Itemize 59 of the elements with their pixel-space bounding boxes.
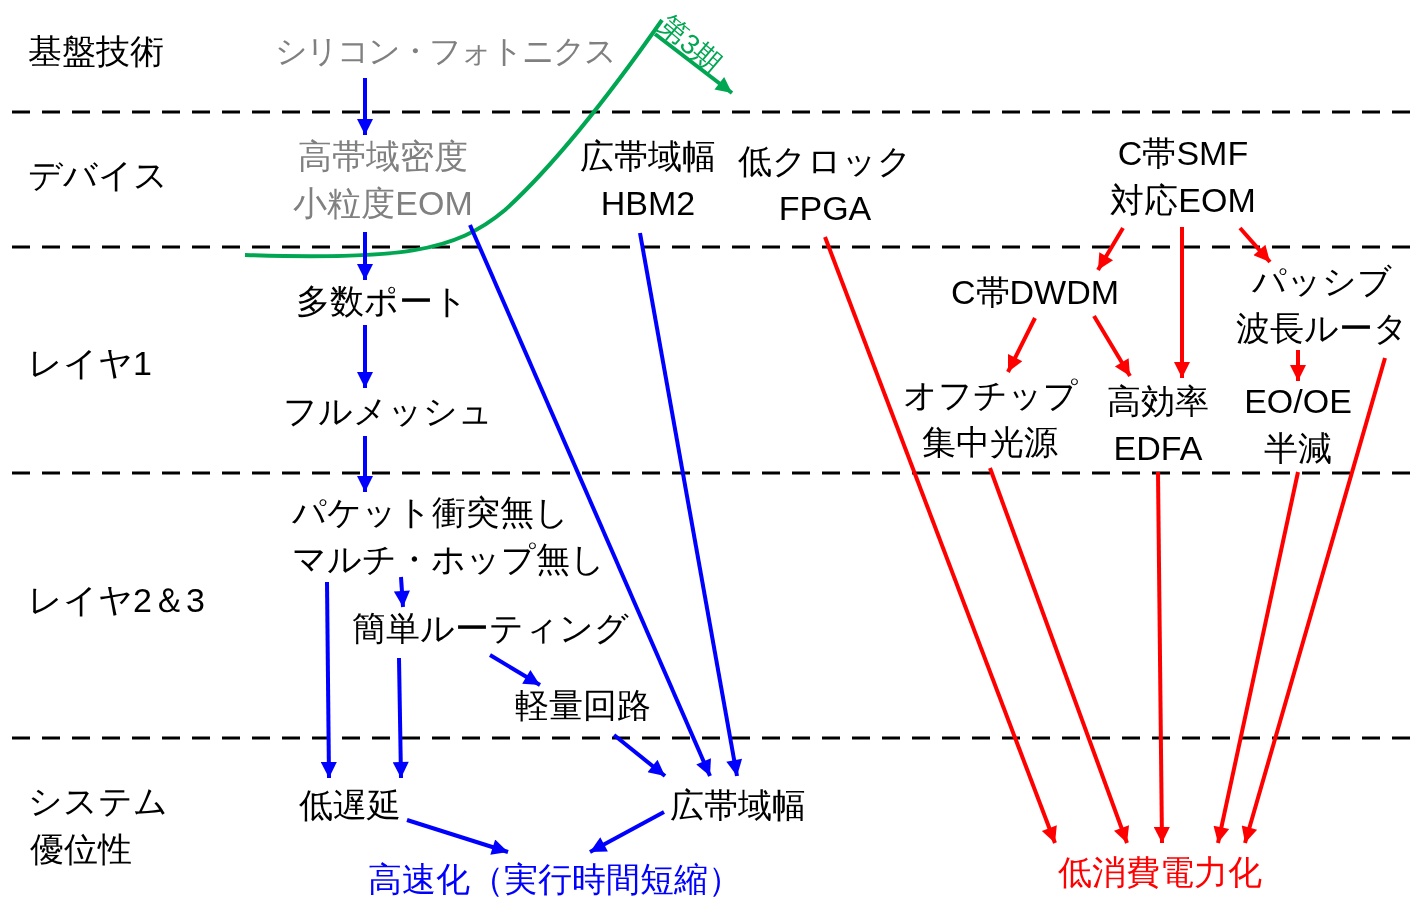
concept-text: 小粒度EOM [293, 183, 473, 224]
arrow [406, 818, 509, 855]
arrow [823, 236, 1057, 844]
arrow [1153, 471, 1170, 844]
concept-text: 広帯域幅 [670, 785, 806, 826]
concept-text: 波長ルータ [1236, 308, 1408, 349]
concept-text: シリコン・フォトニクス [275, 32, 615, 71]
concept-text: C帯SMF [1117, 133, 1249, 174]
arrow [357, 232, 373, 280]
arrow [320, 581, 337, 779]
arrow [392, 657, 409, 779]
arrow [1290, 350, 1306, 381]
concept-text: EO/OE [1244, 381, 1352, 422]
arrow [612, 733, 667, 778]
concept-text: 対応EOM [1110, 180, 1256, 221]
concept-text: 軽量回路 [515, 685, 651, 726]
concept-text: 低消費電力化 [1058, 852, 1262, 893]
concept-text: 低遅延 [299, 785, 401, 826]
concept-text: 簡単ルーティング [351, 608, 629, 649]
arrow [1006, 317, 1037, 373]
arrow [1241, 357, 1387, 844]
arrow [1238, 226, 1272, 264]
arrow [1092, 314, 1132, 378]
concept-text: 高効率 [1107, 381, 1209, 422]
arrow [1174, 227, 1190, 378]
concept-text: オフチップ [902, 375, 1078, 416]
arrow [488, 653, 542, 687]
layer-label: レイヤ1 [28, 343, 152, 384]
layer-label: 優位性 [30, 829, 132, 870]
phase-label: 第3期 [652, 10, 727, 79]
arrow [468, 224, 712, 777]
concept-text: マルチ・ホップ無し [292, 539, 605, 580]
arrow [357, 325, 373, 388]
concept-text: 高帯域密度 [298, 136, 468, 177]
arrow [1213, 471, 1300, 844]
arrow [357, 78, 373, 135]
concept-text: 広帯域幅 [580, 136, 716, 177]
concept-text: FPGA [778, 188, 872, 229]
concept-text: フルメッシュ [283, 391, 493, 432]
arrow [393, 576, 410, 608]
layer-label: デバイス [28, 155, 168, 196]
arrow [638, 232, 743, 777]
concept-text: HBM2 [600, 183, 696, 224]
layer-label: レイヤ2＆3 [28, 580, 205, 621]
concept-text: EDFA [1113, 428, 1203, 469]
arrow [1096, 226, 1125, 272]
layer-label: システム [28, 781, 168, 822]
concept-text: パッシブ [1252, 261, 1392, 302]
concept-text: 集中光源 [922, 422, 1058, 463]
concept-text: C帯DWDM [950, 272, 1120, 313]
arrow [589, 810, 665, 854]
arrow [357, 436, 373, 492]
concept-text: 低クロック [738, 141, 912, 182]
concept-text: 半減 [1264, 428, 1332, 469]
layer-label: 基盤技術 [28, 31, 164, 72]
arrow [988, 467, 1129, 844]
concept-text: パケット衝突無し [292, 492, 569, 533]
concept-text: 多数ポート [296, 281, 468, 322]
concept-text: 高速化（実行時間短縮） [368, 859, 742, 898]
